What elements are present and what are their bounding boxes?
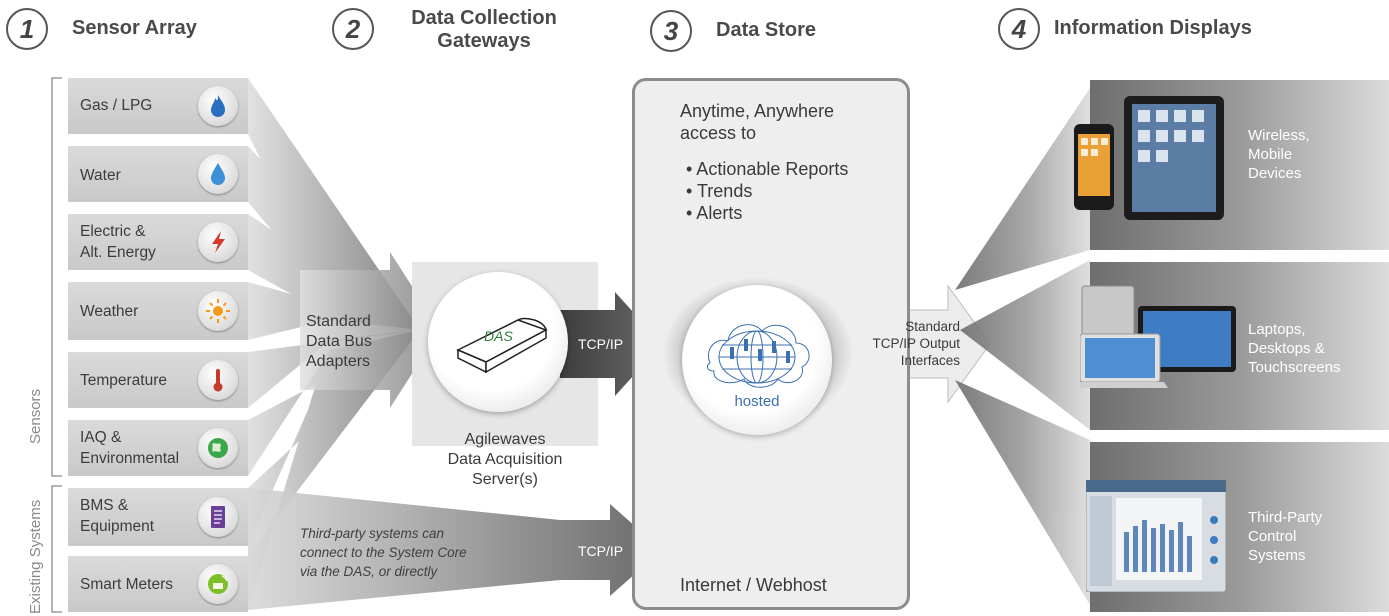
- lightning-icon: [198, 222, 238, 262]
- flame-icon: [198, 86, 238, 126]
- third-party-note-line2: connect to the System Core: [300, 545, 467, 560]
- display-control-label: Third-Party Control Systems: [1248, 508, 1322, 565]
- sensor-temperature: Temperature: [68, 352, 248, 408]
- das-device: DAS: [428, 272, 568, 412]
- sensors-group-label: Sensors: [27, 388, 44, 444]
- bullet-alerts: • Alerts: [686, 203, 743, 223]
- mobile-devices-icon: [1072, 94, 1232, 224]
- das-caption-line1: Agilewaves: [464, 431, 546, 448]
- display-mobile-label: Wireless, Mobile Devices: [1248, 126, 1310, 183]
- sensor-electric-label-2: Alt. Energy: [80, 244, 156, 261]
- tcpip-label-direct: TCP/IP: [578, 543, 624, 559]
- das-caption-line2: Data Acquisition: [447, 451, 563, 468]
- sensor-weather: Weather: [68, 282, 248, 340]
- group-brackets: [51, 77, 62, 613]
- sensor-iaq-label-1: IAQ &: [80, 429, 122, 446]
- meter-icon: [198, 564, 238, 604]
- display-computers-label: Laptops, Desktops & Touchscreens: [1248, 320, 1341, 377]
- sensor-electric-label-1: Electric &: [80, 223, 146, 240]
- sensor-gas: Gas / LPG: [68, 78, 248, 134]
- sensor-weather-label: Weather: [80, 303, 139, 320]
- step-4-number: 4: [998, 8, 1040, 50]
- third-party-note: Third-party systems can connect to the S…: [300, 524, 467, 581]
- display-mobile-line1: Wireless,: [1248, 127, 1310, 144]
- das-device-icon: [456, 317, 548, 374]
- adapters-line1: Standard: [306, 313, 371, 330]
- third-party-note-line1: Third-party systems can: [300, 526, 445, 541]
- data-store-intro: Anytime, Anywhere access to: [680, 100, 834, 144]
- data-store-bullets: • Actionable Reports • Trends • Alerts: [686, 158, 848, 224]
- display-mobile-line3: Devices: [1248, 165, 1302, 182]
- display-computers-line1: Laptops,: [1248, 321, 1306, 338]
- sensor-iaq: IAQ & Environmental: [68, 420, 248, 476]
- display-computers-line3: Touchscreens: [1248, 359, 1341, 376]
- bullet-trends: • Trends: [686, 181, 753, 201]
- output-line2: TCP/IP Output: [872, 336, 960, 351]
- step-2-title-line1: Data Collection: [411, 7, 557, 29]
- sensor-gas-label: Gas / LPG: [80, 97, 153, 114]
- display-computers-line2: Desktops &: [1248, 340, 1325, 357]
- sensor-water-label: Water: [80, 167, 121, 184]
- output-caption: Standard TCP/IP Output Interfaces: [856, 318, 960, 369]
- step-3-number: 3: [650, 10, 692, 52]
- adapter-arrow: [300, 252, 440, 408]
- display-control-line1: Third-Party: [1248, 509, 1323, 526]
- sun-icon: [198, 291, 238, 331]
- adapters-caption: Standard Data Bus Adapters: [306, 312, 372, 372]
- sensor-iaq-label-2: Environmental: [80, 450, 180, 467]
- step-2-number: 2: [332, 8, 374, 50]
- output-line3: Interfaces: [900, 353, 960, 368]
- data-store-footer: Internet / Webhost: [680, 575, 827, 595]
- display-control-line2: Control: [1248, 528, 1297, 545]
- step-1-number: 1: [6, 8, 48, 50]
- data-store-intro-line2: access to: [680, 123, 757, 143]
- sensor-electric: Electric & Alt. Energy: [68, 214, 248, 270]
- display-fan: [955, 88, 1090, 605]
- adapters-line3: Adapters: [306, 353, 371, 370]
- hosted-label: hosted: [734, 393, 780, 410]
- existing-systems-group-label: Existing Systems: [27, 499, 44, 614]
- data-store-intro-line1: Anytime, Anywhere: [680, 101, 835, 121]
- das-caption: Agilewaves Data Acquisition Server(s): [412, 430, 598, 490]
- thermometer-icon: [198, 360, 238, 400]
- computers-icon: [1074, 284, 1240, 394]
- display-mobile-line2: Mobile: [1248, 146, 1293, 163]
- output-arrow: [905, 284, 991, 404]
- control-screen-icon: [1085, 479, 1227, 593]
- das-device-label: DAS: [484, 328, 513, 344]
- hosted-globe: hosted: [682, 285, 832, 435]
- step-2-title-line2: Gateways: [437, 30, 531, 52]
- sensor-bms-label-1: BMS &: [80, 497, 129, 514]
- water-drop-icon: [198, 154, 238, 194]
- cloud-network-icon: [706, 324, 810, 388]
- sensor-temperature-label: Temperature: [80, 372, 168, 389]
- output-line1: Standard: [905, 319, 960, 334]
- display-control-line3: Systems: [1248, 547, 1306, 564]
- step-2-title: Data Collection Gateways: [398, 7, 570, 53]
- adapters-line2: Data Bus: [306, 333, 372, 350]
- existing-systems-arrow: [248, 488, 662, 610]
- sensor-smart-meters-label: Smart Meters: [80, 576, 174, 593]
- tcpip-label-das: TCP/IP: [578, 336, 624, 352]
- das-caption-line3: Server(s): [472, 471, 538, 488]
- sensor-smart-meters: Smart Meters: [68, 556, 248, 612]
- document-icon: [198, 497, 238, 537]
- step-4-title: Information Displays: [1054, 17, 1252, 39]
- third-party-note-line3: via the DAS, or directly: [300, 564, 438, 579]
- sensor-water: Water: [68, 146, 248, 202]
- step-3-title: Data Store: [716, 19, 817, 41]
- globe-icon: [198, 428, 238, 468]
- sensor-bms-label-2: Equipment: [80, 518, 155, 535]
- step-1-title: Sensor Array: [72, 17, 197, 39]
- bullet-actionable-reports: • Actionable Reports: [686, 159, 849, 179]
- sensor-bms: BMS & Equipment: [68, 488, 248, 546]
